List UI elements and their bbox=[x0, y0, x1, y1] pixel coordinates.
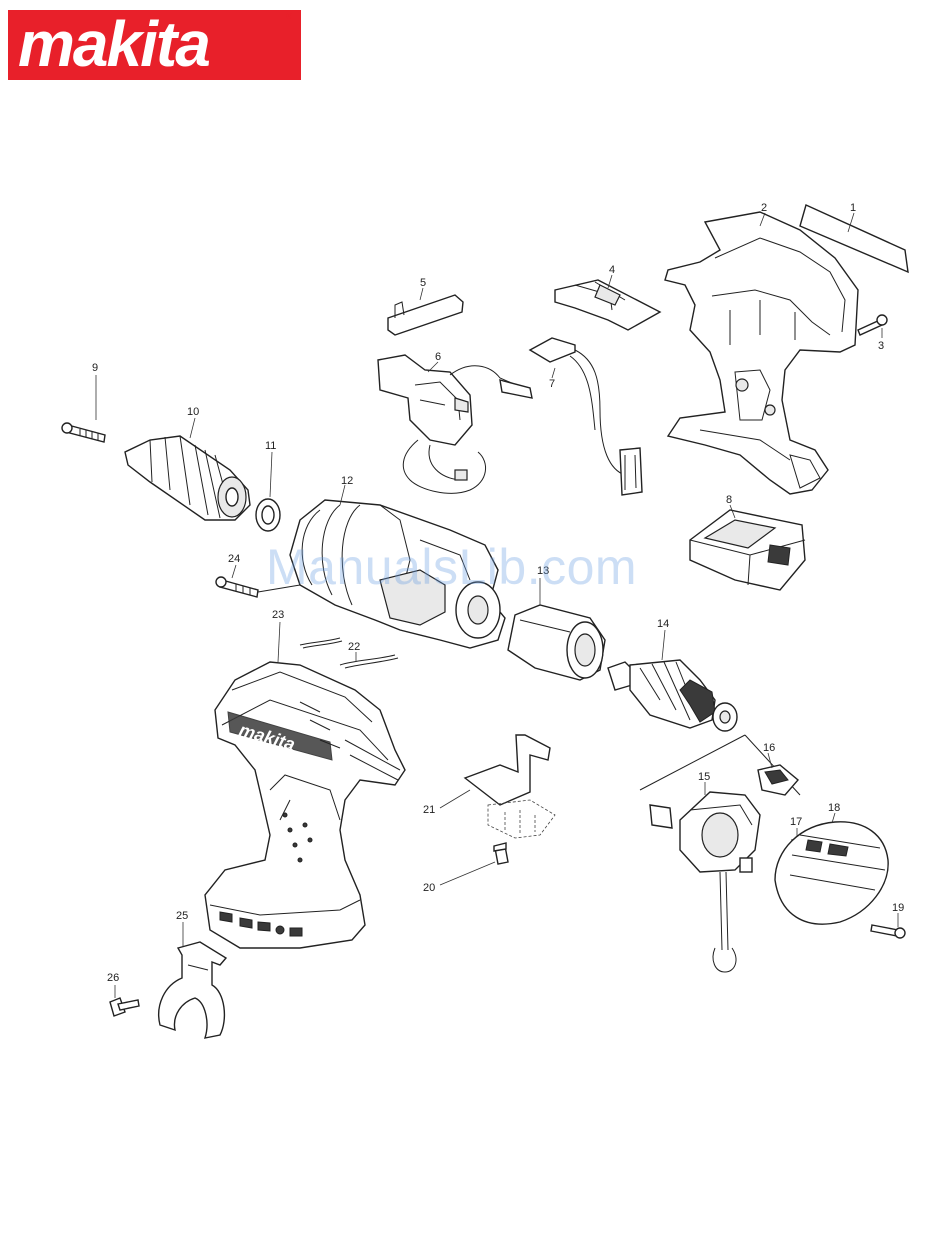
part-22-wire bbox=[340, 652, 398, 668]
callout-26: 26 bbox=[107, 972, 119, 984]
callout-18: 18 bbox=[828, 802, 840, 814]
part-6-switch bbox=[378, 355, 532, 493]
callout-11: 11 bbox=[265, 440, 276, 452]
callout-20: 20 bbox=[423, 882, 435, 894]
part-7-led-circuit bbox=[530, 338, 642, 495]
callout-21: 21 bbox=[423, 804, 435, 816]
callout-1: 1 bbox=[850, 202, 856, 214]
callout-9: 9 bbox=[92, 362, 98, 374]
callout-6: 6 bbox=[435, 351, 441, 363]
part-11-washer bbox=[256, 452, 280, 531]
part-3-screw bbox=[858, 315, 887, 338]
callout-17: 17 bbox=[790, 816, 802, 828]
callout-4: 4 bbox=[609, 264, 615, 276]
callout-3: 3 bbox=[878, 340, 884, 352]
part-18-rear-cover bbox=[775, 813, 888, 924]
callout-23: 23 bbox=[272, 609, 284, 621]
part-14-armature bbox=[608, 630, 737, 731]
callout-15: 15 bbox=[698, 771, 710, 783]
part-21-bracket bbox=[440, 735, 555, 838]
callout-24: 24 bbox=[228, 553, 240, 565]
part-8-controller bbox=[690, 505, 805, 590]
callout-10: 10 bbox=[187, 406, 199, 418]
callout-8: 8 bbox=[726, 494, 732, 506]
part-2-housing bbox=[665, 212, 858, 494]
callout-22: 22 bbox=[348, 641, 360, 653]
part-10-chuck bbox=[125, 418, 250, 520]
callout-16: 16 bbox=[763, 742, 775, 754]
part-26-screw bbox=[110, 985, 139, 1016]
callout-7: 7 bbox=[549, 378, 555, 390]
part-4-terminal bbox=[555, 275, 660, 330]
callout-2: 2 bbox=[761, 202, 767, 214]
callout-14: 14 bbox=[657, 618, 669, 630]
part-9-screw bbox=[62, 375, 105, 442]
part-20-screw bbox=[440, 843, 508, 885]
callout-19: 19 bbox=[892, 902, 904, 914]
part-16-brush bbox=[758, 753, 798, 795]
part-19-screw bbox=[871, 913, 905, 938]
callout-5: 5 bbox=[420, 277, 426, 289]
part-15-brush-holder bbox=[650, 782, 760, 972]
watermark: ManualsLib.com bbox=[266, 538, 637, 596]
part-23-housing-set: makita bbox=[205, 622, 405, 948]
part-5-slide-switch bbox=[388, 288, 463, 335]
callout-12: 12 bbox=[341, 475, 353, 487]
part-22b-wire bbox=[300, 638, 342, 648]
callout-25: 25 bbox=[176, 910, 188, 922]
part-25-hook bbox=[159, 922, 226, 1038]
